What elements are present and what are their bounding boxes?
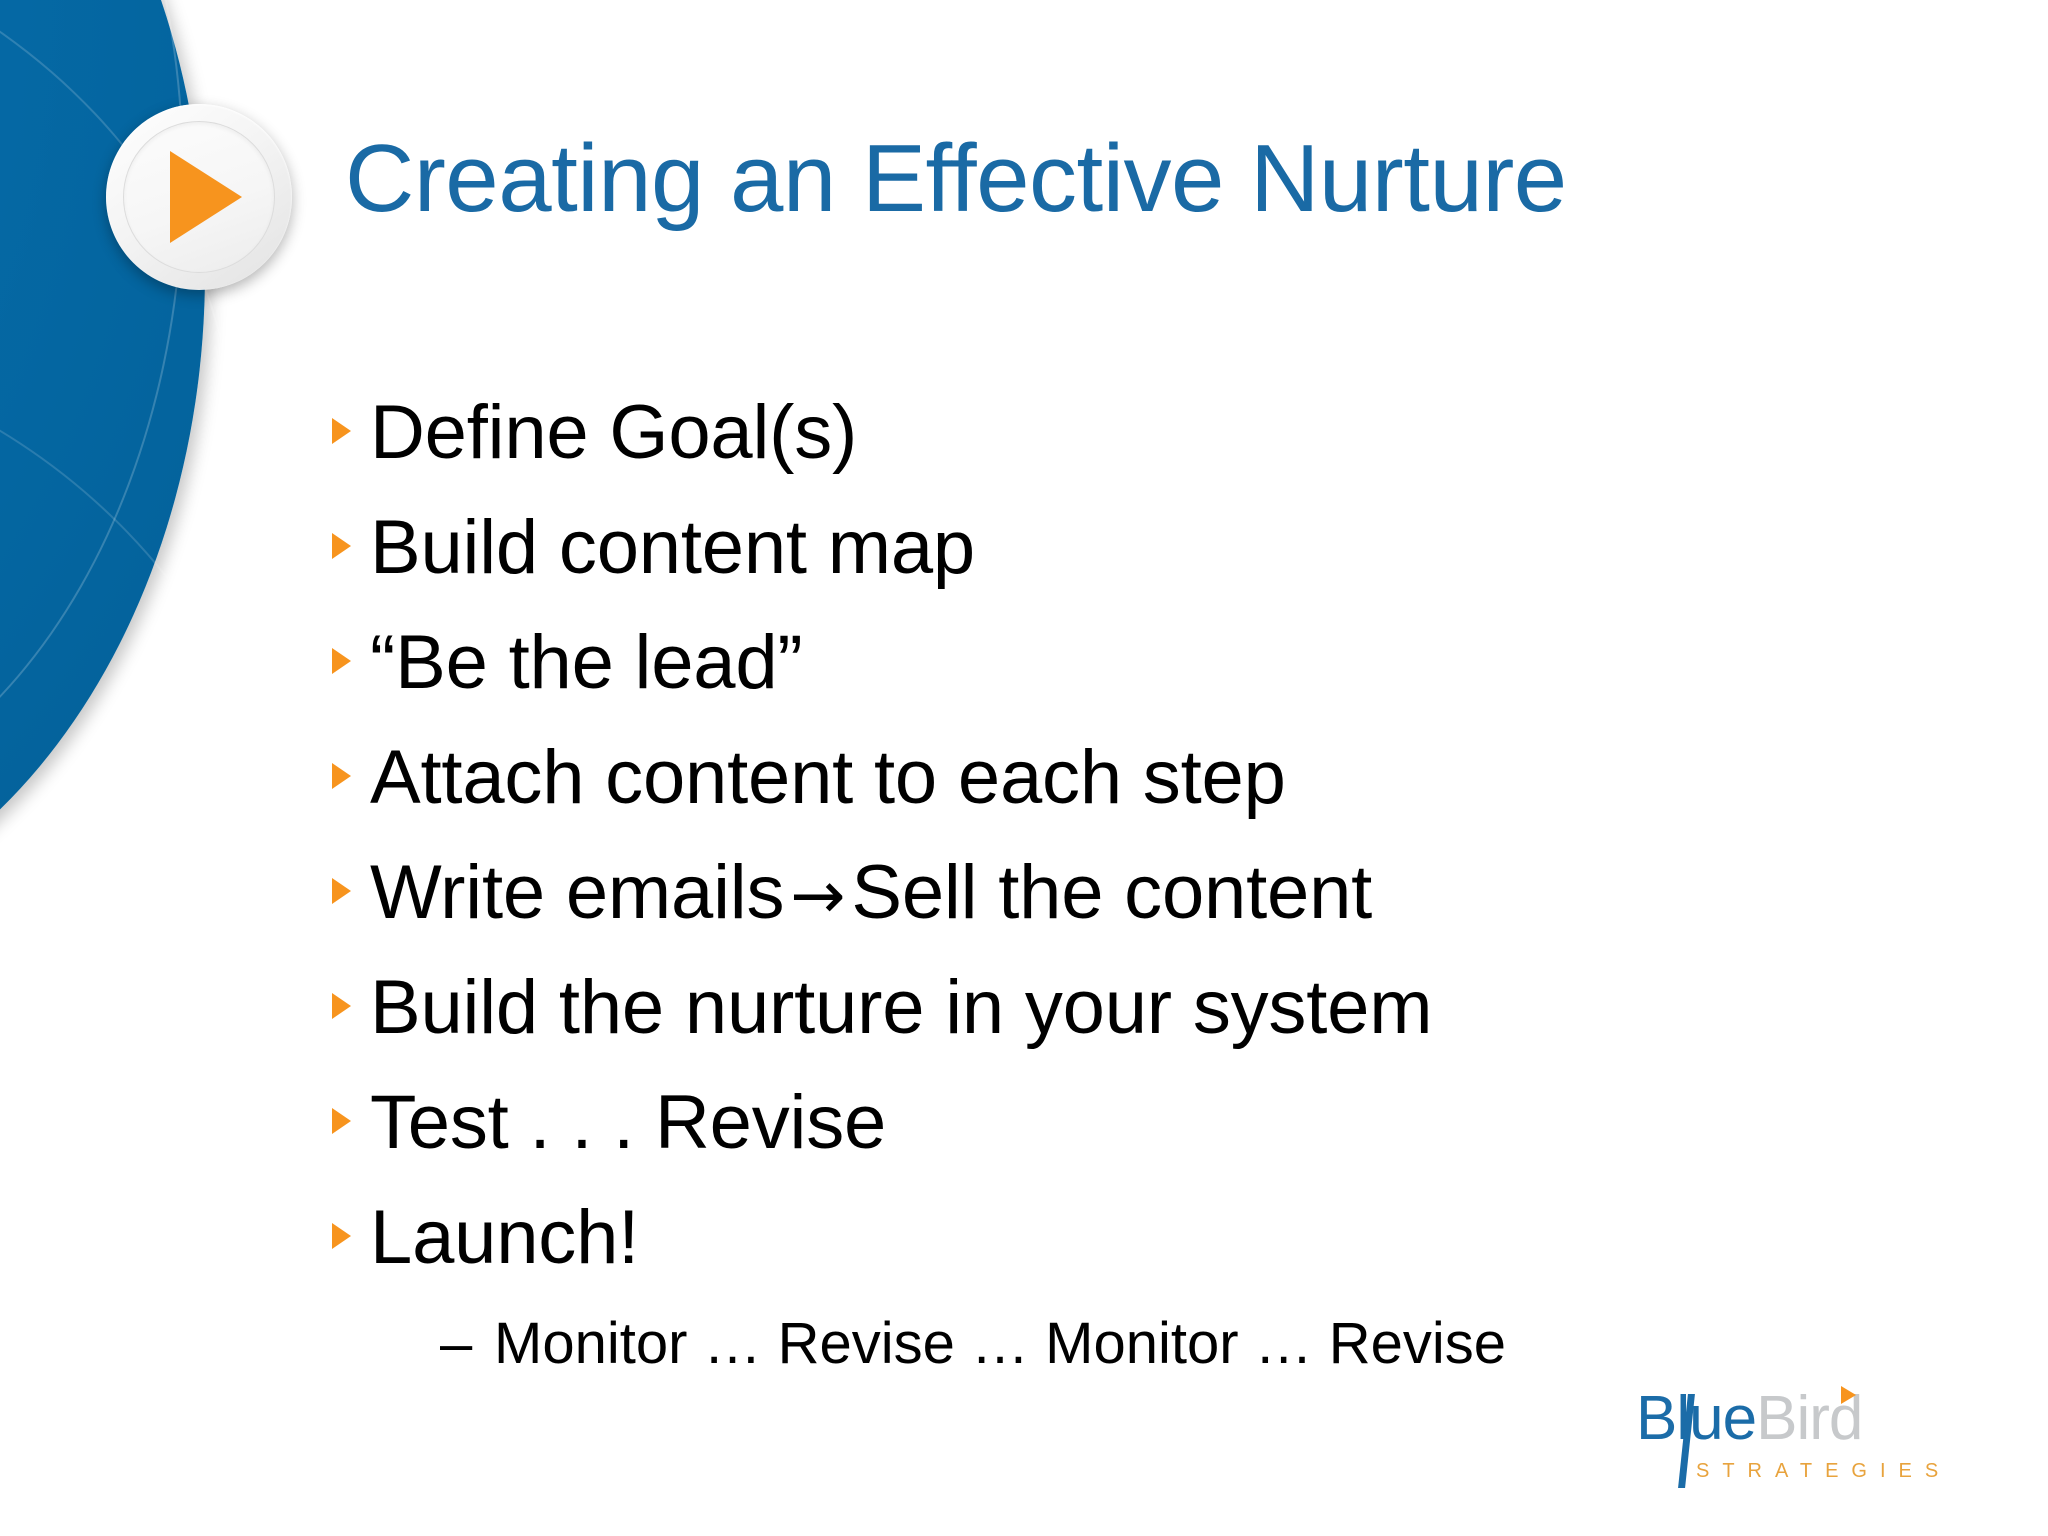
bullet-label: Build content map bbox=[370, 505, 975, 590]
bullet-label-after: Sell the content bbox=[851, 850, 1373, 935]
triangle-bullet-icon bbox=[332, 648, 351, 674]
bullet-marker bbox=[300, 878, 370, 904]
list-item: Build content map bbox=[300, 510, 2000, 625]
triangle-bullet-icon bbox=[332, 533, 351, 559]
logo-triangle-icon bbox=[1841, 1386, 1856, 1404]
bullet-marker bbox=[300, 1108, 370, 1134]
list-item: Attach content to each step bbox=[300, 740, 2000, 855]
bullet-label: Build the nurture in your system bbox=[370, 965, 1433, 1050]
list-item: Write emails→Sell the content bbox=[300, 855, 2000, 970]
triangle-bullet-icon bbox=[332, 763, 351, 789]
page-title: Creating an Effective Nurture bbox=[345, 125, 1567, 232]
triangle-bullet-icon bbox=[332, 1108, 351, 1134]
bullet-label: Launch! bbox=[370, 1195, 640, 1280]
bullet-list: Define Goal(s) Build content map “Be the… bbox=[300, 395, 2000, 1411]
bullet-marker bbox=[300, 763, 370, 789]
list-item: Build the nurture in your system bbox=[300, 970, 2000, 1085]
bullet-label-composite: Write emails→Sell the content bbox=[370, 855, 1372, 931]
bullet-label: “Be the lead” bbox=[370, 620, 803, 705]
list-item: “Be the lead” bbox=[300, 625, 2000, 740]
blob-arc-line-3 bbox=[0, 340, 304, 1536]
play-button-inner-ring bbox=[123, 121, 275, 273]
bluebird-logo: BlueBird STRATEGIES bbox=[1636, 1386, 1952, 1496]
bullet-label: Attach content to each step bbox=[370, 735, 1286, 820]
bullet-label-before: Write emails bbox=[370, 850, 785, 935]
bullet-label: Define Goal(s) bbox=[370, 390, 858, 475]
bullet-marker bbox=[300, 1223, 370, 1249]
bullet-marker bbox=[300, 533, 370, 559]
bullet-marker bbox=[300, 648, 370, 674]
logo-text-b: B bbox=[1636, 1384, 1677, 1453]
list-item: Test . . . Revise bbox=[300, 1085, 2000, 1200]
play-triangle-icon bbox=[170, 151, 242, 243]
bullet-marker bbox=[300, 418, 370, 444]
logo-tagline: STRATEGIES bbox=[1696, 1460, 1952, 1482]
triangle-bullet-icon bbox=[332, 1223, 351, 1249]
list-item: Define Goal(s) bbox=[300, 395, 2000, 510]
logo-wordmark: BlueBird bbox=[1636, 1386, 1936, 1488]
triangle-bullet-icon bbox=[332, 418, 351, 444]
list-item: Launch! bbox=[300, 1200, 2000, 1315]
dash-bullet-icon: – bbox=[440, 1311, 473, 1376]
bullet-label: Test . . . Revise bbox=[370, 1080, 887, 1165]
play-button-medallion[interactable] bbox=[106, 104, 292, 290]
right-arrow-icon: → bbox=[790, 857, 846, 934]
sub-bullet-label: Monitor … Revise … Monitor … Revise bbox=[494, 1311, 1507, 1376]
triangle-bullet-icon bbox=[332, 878, 351, 904]
sub-list-item: – Monitor … Revise … Monitor … Revise bbox=[300, 1315, 2000, 1411]
triangle-bullet-icon bbox=[332, 993, 351, 1019]
bullet-marker bbox=[300, 993, 370, 1019]
